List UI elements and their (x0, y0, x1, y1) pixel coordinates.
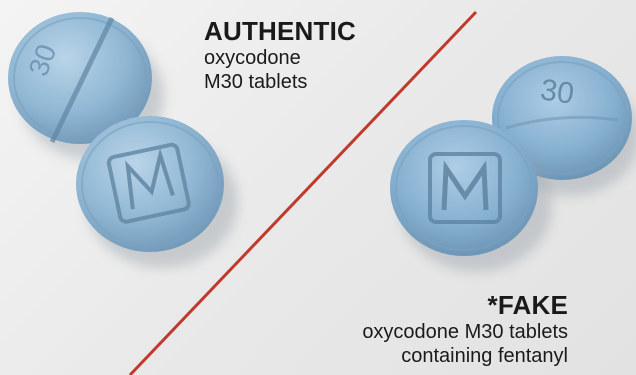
svg-text:30: 30 (538, 73, 576, 110)
authentic-line-1: oxycodone (204, 47, 301, 69)
fake-label: *FAKE oxycodone M30 tablets containing f… (362, 290, 568, 368)
fake-line-2: containing fentanyl (401, 345, 568, 367)
authentic-title: AUTHENTIC (204, 16, 357, 46)
authentic-pill-boxed-m (76, 116, 238, 268)
authentic-label: AUTHENTIC oxycodone M30 tablets (204, 16, 356, 94)
fake-line-1: oxycodone M30 tablets (362, 321, 568, 343)
divider-line (128, 10, 478, 375)
fake-title: *FAKE (487, 290, 568, 320)
fake-pill-boxed-m (390, 120, 552, 272)
authentic-line-2: M30 tablets (204, 71, 308, 93)
